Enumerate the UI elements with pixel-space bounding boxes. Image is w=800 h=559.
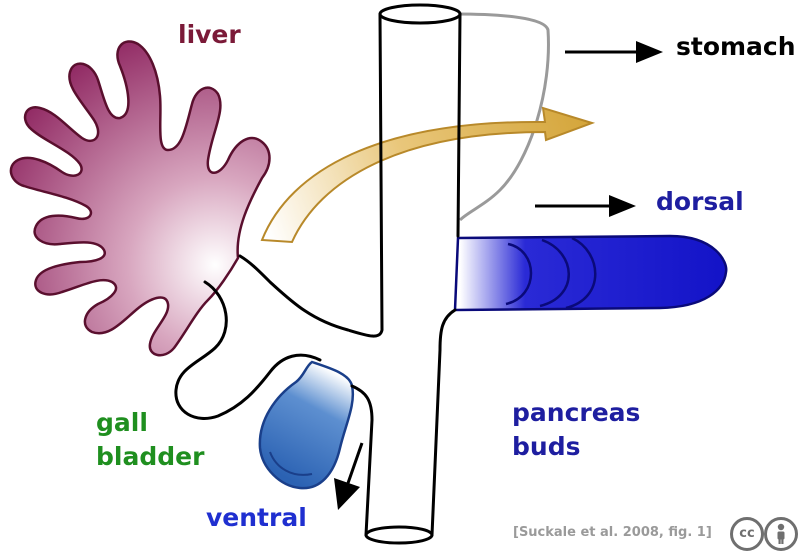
liver-label: liver	[178, 20, 241, 49]
dorsal-label: dorsal	[656, 187, 744, 216]
growth-arrow	[260, 106, 596, 244]
ventral-label: ventral	[206, 503, 307, 532]
gut-tube	[174, 3, 462, 545]
dorsal-bud	[453, 234, 728, 312]
dorsal-direction-arrow	[535, 195, 636, 217]
gall-label-line1: gall	[96, 408, 148, 437]
stomach-outline	[454, 12, 550, 222]
ventral-direction-arrow	[334, 442, 364, 510]
attribution-person-icon	[764, 517, 798, 551]
cc-icon: cc	[730, 517, 764, 551]
stomach-label: stomach	[676, 32, 796, 61]
liver-shape	[9, 40, 271, 357]
pancreas-label-line2: buds	[512, 432, 581, 461]
stomach-direction-arrow	[565, 41, 663, 63]
citation-text: [Suckale et al. 2008, fig. 1]	[513, 525, 712, 540]
gall-label-line2: bladder	[96, 442, 205, 471]
pancreas-label-line1: pancreas	[512, 398, 641, 427]
person-glyph	[777, 523, 785, 544]
ventral-bud	[258, 360, 355, 490]
